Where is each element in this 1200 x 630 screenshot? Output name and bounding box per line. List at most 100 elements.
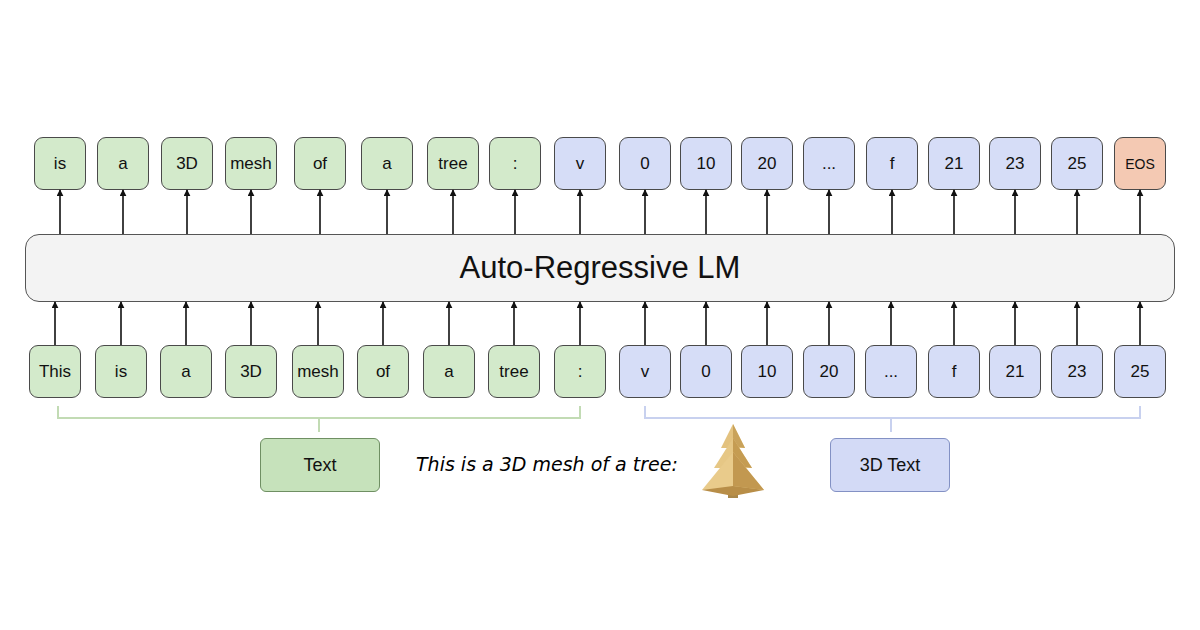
token-box: 23 xyxy=(1051,345,1103,398)
token-box: : xyxy=(554,345,606,398)
flow-arrow xyxy=(828,190,830,234)
token-text: mesh xyxy=(297,362,339,382)
token-box: 0 xyxy=(680,345,732,398)
flow-arrow xyxy=(122,190,124,234)
token-box: mesh xyxy=(225,137,277,190)
flow-arrow xyxy=(953,302,955,345)
token-text: EOS xyxy=(1125,156,1155,172)
token-text: is xyxy=(115,362,127,382)
flow-arrow xyxy=(890,302,892,345)
flow-arrow xyxy=(705,190,707,234)
flow-arrow xyxy=(1139,302,1141,345)
token-box: 3D xyxy=(225,345,277,398)
flow-arrow xyxy=(1139,190,1141,234)
token-text: 21 xyxy=(1006,362,1025,382)
legend-swatch: Text xyxy=(260,438,380,492)
token-text: tree xyxy=(499,362,528,382)
token-text: v xyxy=(641,362,650,382)
token-text: mesh xyxy=(230,154,272,174)
token-box: tree xyxy=(427,137,479,190)
token-box: 23 xyxy=(989,137,1041,190)
token-box: v xyxy=(619,345,671,398)
token-text: ... xyxy=(884,362,898,382)
token-box: tree xyxy=(488,345,540,398)
token-box: is xyxy=(34,137,86,190)
flow-arrow xyxy=(382,302,384,345)
flow-arrow xyxy=(120,302,122,345)
flow-arrow xyxy=(319,190,321,234)
token-box: 0 xyxy=(619,137,671,190)
token-box: ... xyxy=(865,345,917,398)
flow-arrow xyxy=(1076,190,1078,234)
token-box: 25 xyxy=(1051,137,1103,190)
caption-text: This is a 3D mesh of a tree: xyxy=(416,453,678,475)
flow-arrow xyxy=(54,302,56,345)
token-text: 25 xyxy=(1131,362,1150,382)
flow-arrow xyxy=(644,302,646,345)
model-box: Auto-Regressive LM xyxy=(25,234,1175,302)
token-text: 25 xyxy=(1068,154,1087,174)
token-box: : xyxy=(489,137,541,190)
token-text: a xyxy=(444,362,453,382)
token-text: 23 xyxy=(1006,154,1025,174)
legend-text: 3D Text xyxy=(860,455,921,476)
token-box: 25 xyxy=(1114,345,1166,398)
flow-arrow xyxy=(579,190,581,234)
token-box: mesh xyxy=(292,345,344,398)
token-text: 0 xyxy=(640,154,649,174)
flow-arrow xyxy=(448,302,450,345)
flow-arrow xyxy=(1076,302,1078,345)
token-text: This xyxy=(39,362,71,382)
flow-arrow xyxy=(452,190,454,234)
token-box: 10 xyxy=(680,137,732,190)
token-box: f xyxy=(928,345,980,398)
token-box: a xyxy=(97,137,149,190)
token-box: of xyxy=(294,137,346,190)
flow-arrow xyxy=(579,302,581,345)
legend-swatch: 3D Text xyxy=(830,438,950,492)
token-box: EOS xyxy=(1114,137,1166,190)
token-text: 3D xyxy=(176,154,198,174)
token-box: ... xyxy=(803,137,855,190)
token-text: f xyxy=(952,362,957,382)
flow-arrow xyxy=(1014,190,1016,234)
token-box: This xyxy=(29,345,81,398)
flow-arrow xyxy=(185,302,187,345)
token-text: 20 xyxy=(820,362,839,382)
text-bracket xyxy=(58,406,580,432)
token-text: of xyxy=(376,362,390,382)
token-box: 3D xyxy=(161,137,213,190)
token-text: 10 xyxy=(697,154,716,174)
token-text: 20 xyxy=(758,154,777,174)
token-box: 21 xyxy=(989,345,1041,398)
token-text: 3D xyxy=(240,362,262,382)
flow-arrow xyxy=(59,190,61,234)
token-text: 10 xyxy=(758,362,777,382)
token-text: a xyxy=(118,154,127,174)
token-text: v xyxy=(576,154,585,174)
token-box: a xyxy=(361,137,413,190)
flow-arrow xyxy=(953,190,955,234)
token-text: of xyxy=(313,154,327,174)
flow-arrow xyxy=(705,302,707,345)
flow-arrow xyxy=(317,302,319,345)
flow-arrow xyxy=(644,190,646,234)
flow-arrow xyxy=(514,190,516,234)
token-box: v xyxy=(554,137,606,190)
token-text: : xyxy=(513,154,518,174)
token-box: f xyxy=(866,137,918,190)
token-text: 23 xyxy=(1068,362,1087,382)
flow-arrow xyxy=(386,190,388,234)
token-text: a xyxy=(181,362,190,382)
token-box: a xyxy=(423,345,475,398)
token-box: 20 xyxy=(803,345,855,398)
legend-text: Text xyxy=(303,455,336,476)
flow-arrow xyxy=(250,302,252,345)
flow-arrow xyxy=(186,190,188,234)
flow-arrow xyxy=(766,302,768,345)
flow-arrow xyxy=(766,190,768,234)
token-text: : xyxy=(578,362,583,382)
